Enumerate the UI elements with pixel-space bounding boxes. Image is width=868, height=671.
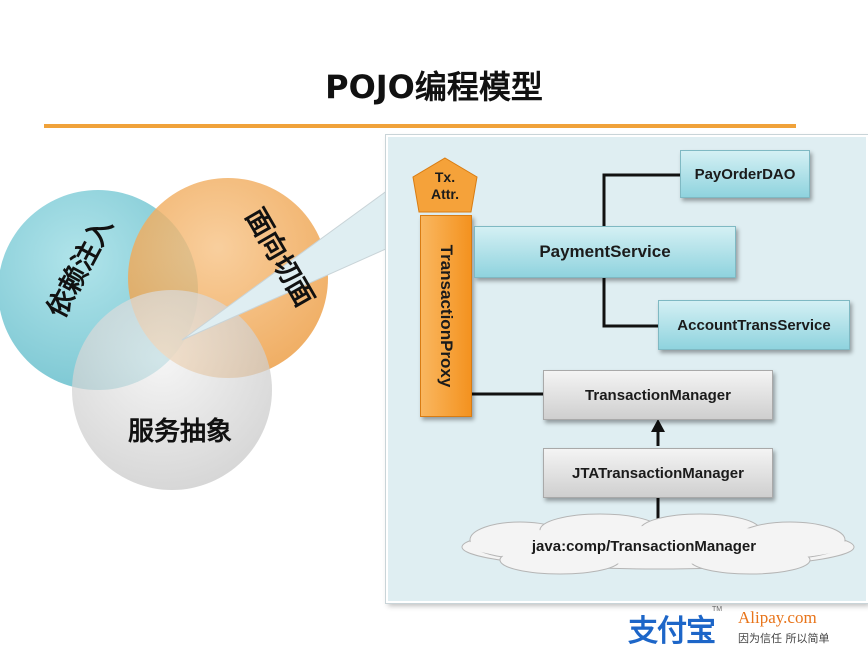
logo-url: Alipay.com — [738, 608, 817, 627]
jta-transaction-manager-box: JTATransactionManager — [543, 448, 773, 498]
logo-slogan: 因为信任 所以简单 — [738, 632, 830, 645]
page-title: POJO编程模型 — [325, 68, 543, 106]
connector-accounttrans — [602, 276, 658, 328]
transaction-proxy-label: TransactionProxy — [437, 244, 456, 388]
venn-label-service: 服务抽象 — [128, 416, 232, 447]
arrow-head-icon — [651, 419, 665, 432]
tx-attr-line2: Attr. — [431, 186, 459, 202]
transaction-manager-box: TransactionManager — [543, 370, 773, 420]
tx-attr-pentagon — [412, 157, 478, 213]
pay-order-dao-box: PayOrderDAO — [680, 150, 810, 198]
title-underline — [44, 124, 796, 128]
tx-attr-line1: Tx. — [435, 169, 455, 185]
venn-circle-service — [72, 290, 272, 490]
transaction-proxy: TransactionProxy — [420, 215, 472, 417]
connector-payorderdao — [602, 173, 680, 226]
logo-trademark: TM — [712, 606, 723, 613]
alipay-logo-mark: 支付宝 — [628, 614, 716, 649]
payment-service-box: PaymentService — [474, 226, 736, 278]
account-trans-service-box: AccountTransService — [658, 300, 850, 350]
jndi-label: java:comp/TransactionManager — [531, 538, 756, 555]
